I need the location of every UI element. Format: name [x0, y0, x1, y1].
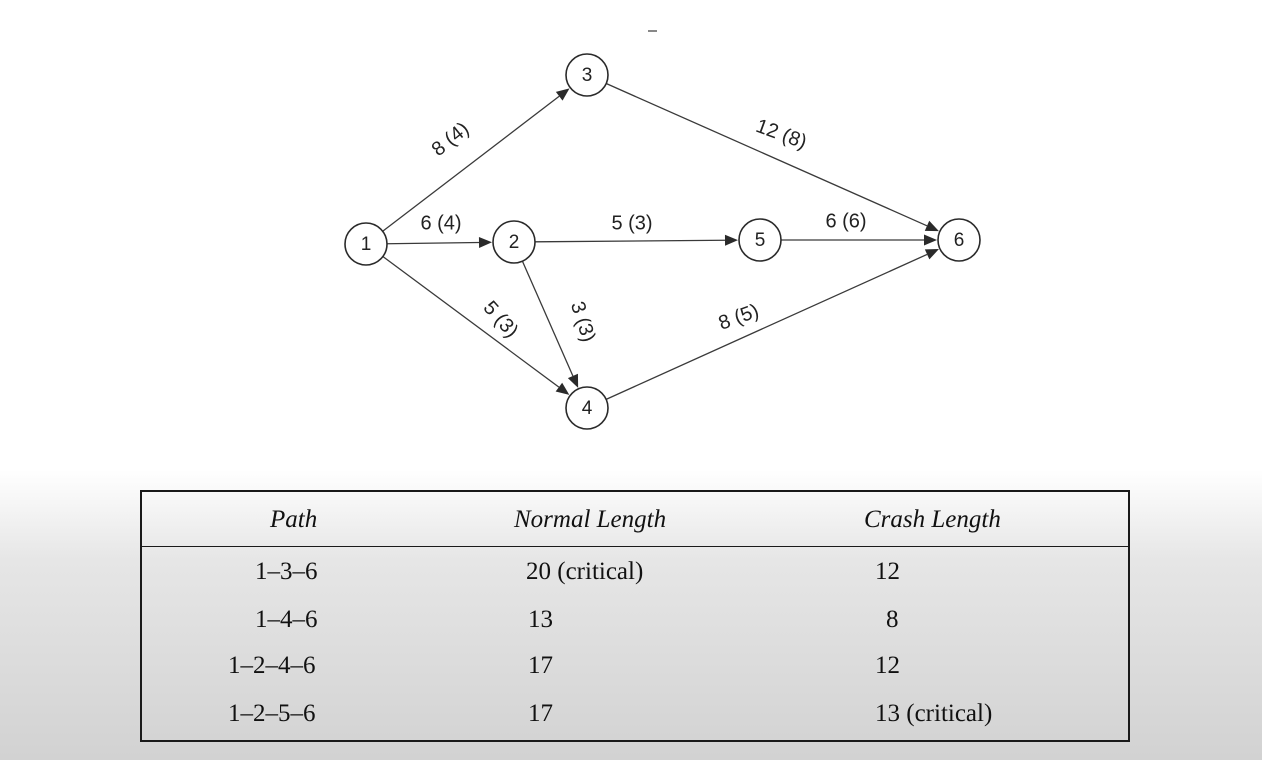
edge-line — [534, 239, 726, 243]
header-crash-length: Crash Length — [864, 506, 1001, 533]
node-4: 4 — [565, 386, 609, 430]
node-label: 6 — [954, 230, 965, 251]
edge-duration-label: 6 (4) — [420, 212, 461, 234]
cell-crash-length: 8 — [886, 606, 899, 633]
edge-line — [382, 95, 560, 232]
cell-normal-length: 13 — [528, 606, 553, 633]
edge-duration-label: 6 (6) — [825, 210, 866, 232]
edge-duration-label: 8 (4) — [428, 118, 474, 161]
edge-4-6: 8 (5) — [605, 249, 939, 400]
arrowhead-icon — [924, 249, 939, 260]
cell-normal-length: 20 (critical) — [526, 558, 644, 585]
node-1: 1 — [344, 222, 388, 266]
edge-duration-label: 5 (3) — [479, 297, 523, 342]
header-path: Path — [270, 506, 318, 533]
cell-path: 1–3–6 — [255, 558, 318, 585]
cell-crash-length: 12 — [875, 558, 900, 585]
arrowhead-icon — [555, 382, 570, 395]
node-circle — [937, 218, 981, 262]
node-circle — [344, 222, 388, 266]
edge-1-4: 5 (3) — [382, 255, 570, 395]
edge-2-5: 5 (3) — [534, 212, 739, 246]
node-circle — [565, 386, 609, 430]
header-normal-length: Normal Length — [514, 506, 667, 533]
edge-duration-label: 3 (3) — [566, 299, 600, 345]
node-2: 2 — [492, 220, 536, 264]
arrowhead-icon — [567, 373, 579, 388]
node-circle — [738, 218, 782, 262]
node-3: 3 — [565, 53, 609, 97]
cell-crash-length: 13 (critical) — [875, 700, 993, 727]
project-network-diagram: 8 (4) 6 (4) 5 (3) 5 (3) 3 (3) 12 (8) 6 (6) 8 (5… — [344, 53, 981, 430]
table-row: 1–4–6 13 8 — [142, 606, 1128, 646]
node-label: 5 — [755, 230, 766, 251]
path-length-table: Path Normal Length Crash Length 1–3–6 20… — [140, 490, 1130, 742]
edge-line — [382, 255, 560, 388]
edge-line — [605, 253, 928, 400]
edge-1-2: 6 (4) — [386, 212, 493, 248]
cell-path: 1–2–5–6 — [228, 700, 316, 727]
table-header: Path Normal Length Crash Length — [142, 492, 1128, 547]
edge-1-3: 8 (4) — [382, 88, 570, 232]
arrowhead-icon — [724, 234, 739, 246]
table-row: 1–3–6 20 (critical) 12 — [142, 558, 1128, 598]
edge-5-6: 6 (6) — [781, 210, 937, 246]
table-row: 1–2–4–6 17 12 — [142, 652, 1128, 692]
stray-mark — [648, 30, 657, 32]
table-row: 1–2–5–6 17 13 (critical) — [142, 700, 1128, 740]
edge-duration-label: 12 (8) — [753, 115, 810, 154]
arrowhead-icon — [924, 234, 937, 246]
node-label: 4 — [582, 398, 593, 419]
edge-line — [521, 260, 574, 377]
arrowhead-icon — [555, 88, 570, 101]
node-5: 5 — [738, 218, 782, 262]
cell-path: 1–2–4–6 — [228, 652, 316, 679]
node-label: 1 — [361, 234, 372, 255]
node-label: 3 — [582, 65, 593, 86]
node-circle — [565, 53, 609, 97]
cell-crash-length: 12 — [875, 652, 900, 679]
arrowhead-icon — [478, 236, 493, 248]
node-label: 2 — [509, 232, 520, 253]
edge-3-6: 12 (8) — [605, 82, 939, 232]
arrowhead-icon — [924, 220, 939, 232]
node-6: 6 — [937, 218, 981, 262]
edge-line — [386, 241, 480, 245]
edge-duration-label: 8 (5) — [716, 300, 762, 335]
edge-line — [605, 82, 928, 227]
cell-normal-length: 17 — [528, 652, 553, 679]
node-circle — [492, 220, 536, 264]
cell-normal-length: 17 — [528, 700, 553, 727]
edge-duration-label: 5 (3) — [611, 212, 652, 234]
cell-path: 1–4–6 — [255, 606, 318, 633]
